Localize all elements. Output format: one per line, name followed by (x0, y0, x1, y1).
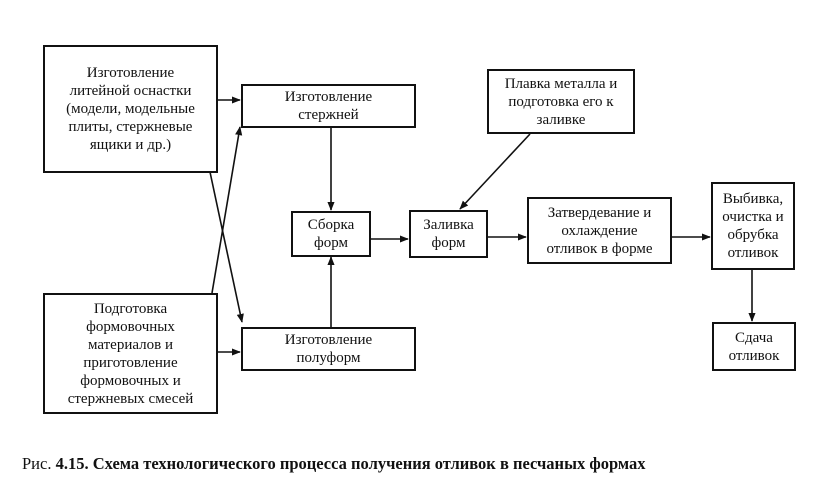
caption-text: 4.15. Схема технологического процесса по… (55, 454, 646, 473)
box-delivery-label: Сдача отливок (728, 329, 780, 364)
box-melting: Плавка металла и подготовка его к заливк… (487, 69, 635, 134)
box-solidification-label: Затвердевание и охлаждение отливок в фор… (546, 204, 653, 257)
box-knockout: Выбивка, очистка и обрубка отливок (711, 182, 795, 270)
box-solidification: Затвердевание и охлаждение отливок в фор… (527, 197, 672, 264)
box-knockout-label: Выбивка, очистка и обрубка отливок (722, 191, 784, 261)
box-assembly-label: Сборка форм (307, 217, 355, 251)
box-assembly: Сборка форм (291, 211, 371, 257)
figure-caption: Рис. 4.15. Схема технологического процес… (22, 454, 646, 474)
arrow-materials-to-cores (211, 126, 243, 294)
arrow-melting-to-pouring (459, 133, 531, 210)
box-melting-label: Плавка металла и подготовка его к заливк… (504, 75, 618, 128)
box-materials-label: Подготовка формовочных материалов и приг… (67, 300, 194, 407)
box-materials: Подготовка формовочных материалов и приг… (43, 293, 218, 414)
caption-prefix: Рис. (22, 454, 56, 473)
arrow-tooling-to-halfmolds (209, 171, 244, 323)
box-pouring: Заливка форм (409, 210, 488, 258)
box-tooling-label: Изготовление литейной оснастки (модели, … (66, 65, 195, 153)
box-pouring-label: Заливка форм (423, 217, 474, 251)
box-halfmolds: Изготовление полуформ (241, 327, 416, 371)
box-halfmolds-label: Изготовление полуформ (284, 332, 373, 366)
box-cores: Изготовление стержней (241, 84, 416, 128)
box-delivery: Сдача отливок (712, 322, 796, 371)
box-cores-label: Изготовление стержней (284, 89, 373, 123)
box-tooling: Изготовление литейной оснастки (модели, … (43, 45, 218, 173)
